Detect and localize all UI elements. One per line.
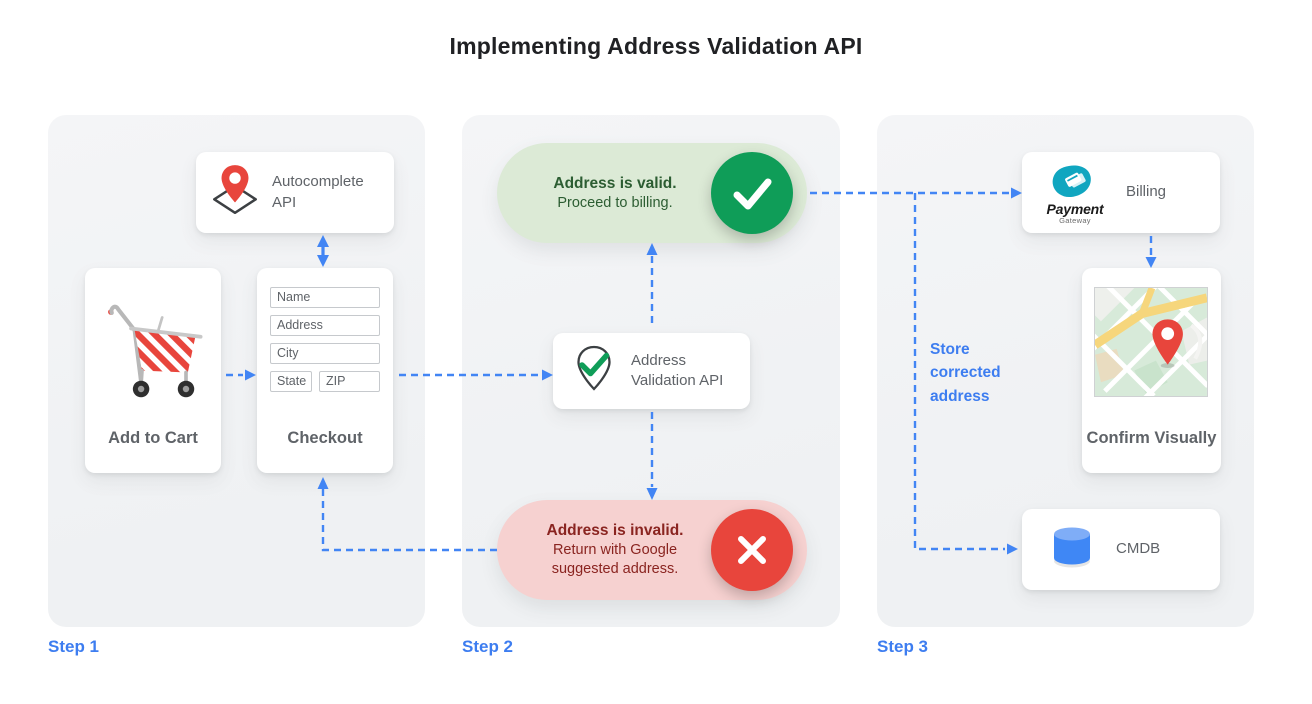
x-circle-icon (711, 509, 793, 591)
check-circle-icon (711, 152, 793, 234)
step3-label: Step 3 (877, 637, 929, 656)
cmdb-label: CMDB (1116, 540, 1161, 558)
address-validation-api-card: Address Validation API (553, 333, 750, 409)
pin-check-icon (568, 343, 620, 400)
add-to-cart-label: Add to Cart (108, 428, 198, 447)
address-invalid-title: Address is invalid. (546, 522, 684, 540)
address-valid-subtitle: Proceed to billing. (557, 194, 673, 211)
page-title: Implementing Address Validation API (449, 33, 863, 59)
state-field: State (270, 371, 312, 392)
shopping-cart-icon (108, 304, 203, 398)
city-field: City (270, 343, 380, 364)
address-valid-title: Address is valid. (553, 174, 677, 192)
name-field: Name (270, 287, 380, 308)
zip-field: ZIP (319, 371, 380, 392)
payment-logo-subtitle: Gateway (1059, 215, 1091, 225)
address-field: Address (270, 315, 380, 336)
store-corrected-address-note: Store corrected address (930, 341, 1001, 405)
autocomplete-api-label: Autocomplete API (272, 173, 364, 211)
payment-gateway-logo: Payment Gateway (1038, 161, 1112, 225)
confirm-visually-card: Confirm Visually (1082, 268, 1221, 473)
step1-label: Step 1 (48, 637, 100, 656)
payment-logo-title: Payment (1046, 200, 1104, 217)
billing-card: Payment Gateway Billing (1022, 152, 1220, 233)
add-to-cart-card: Add to Cart (85, 268, 221, 473)
database-icon (1046, 521, 1098, 578)
address-invalid-subtitle: Return with Google suggested address. (551, 542, 679, 578)
map-thumbnail (1094, 287, 1208, 397)
map-pin-diamond-icon (208, 161, 262, 224)
address-validation-api-label: Address Validation API (631, 351, 724, 389)
billing-label: Billing (1126, 183, 1167, 201)
checkout-card: Name Address City State ZIP Checkout (257, 268, 393, 473)
autocomplete-api-card: Autocomplete API (196, 152, 394, 233)
step2-label: Step 2 (462, 637, 514, 656)
checkout-label: Checkout (287, 428, 363, 447)
cmdb-card: CMDB (1022, 509, 1220, 590)
confirm-visually-label: Confirm Visually (1086, 428, 1217, 447)
